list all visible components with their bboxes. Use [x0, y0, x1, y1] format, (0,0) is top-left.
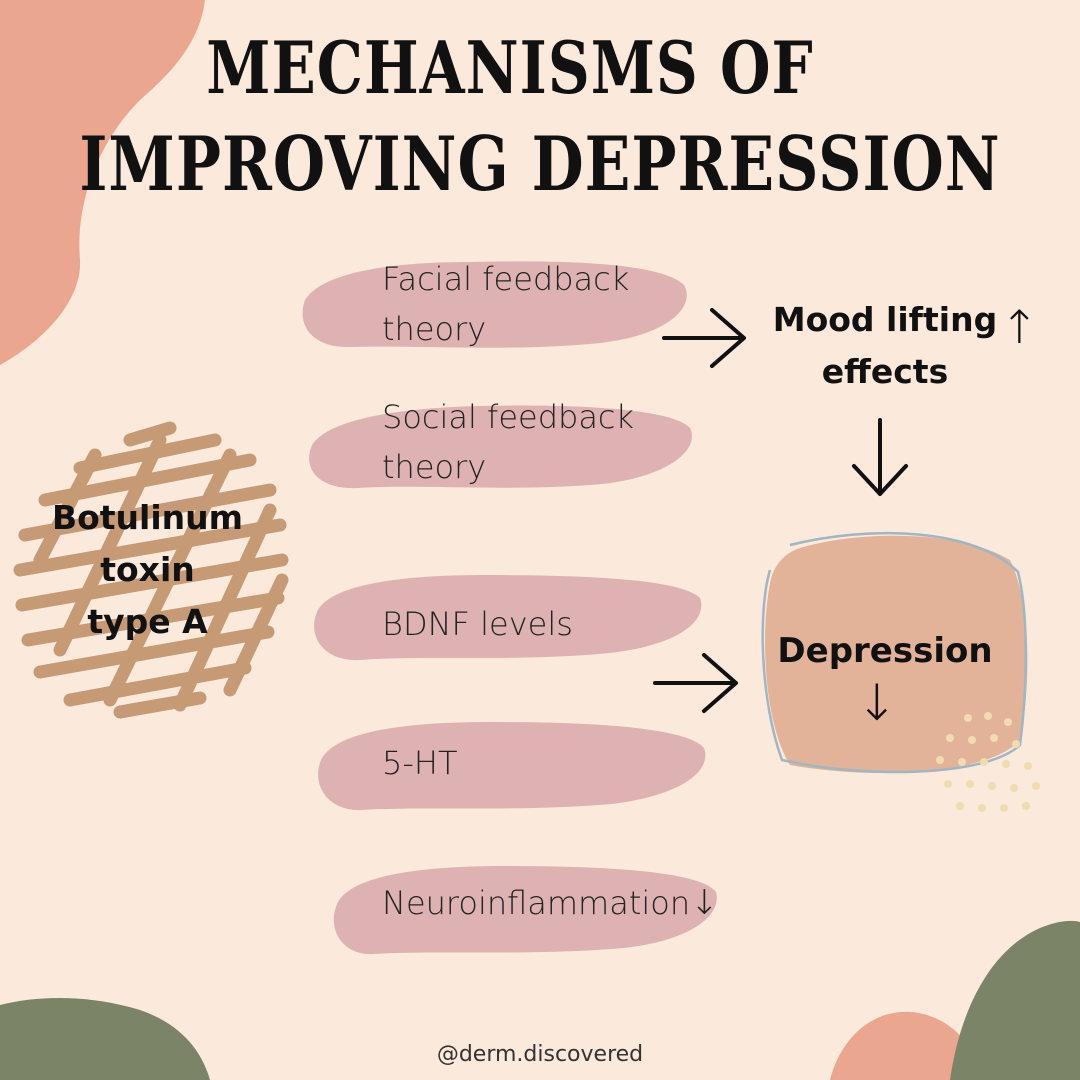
source-label: Botulinum toxin type A — [51, 498, 244, 641]
corner-blob-bottom-right-green — [950, 920, 1080, 1080]
mechanism-blob — [318, 722, 706, 811]
arrow-down-icon: ↓ — [690, 883, 719, 923]
mechanism-bdnf: BDNF levels — [382, 605, 573, 643]
corner-blob-top-left — [0, 0, 205, 365]
arrow-right-icon — [653, 653, 738, 713]
outcome-outline — [761, 531, 1027, 774]
outcome-label: Depression — [777, 631, 993, 671]
mechanism-blob — [314, 575, 702, 661]
mechanism-blob — [333, 866, 717, 955]
page-title-line-1: MECHANISMS OF — [206, 25, 814, 111]
mechanism-blob — [302, 261, 687, 348]
corner-blob-bottom-left — [0, 998, 210, 1080]
mechanism-neuroinflammation: Neuroinflammation↓ — [382, 883, 719, 923]
mechanism-5ht: 5-HT — [382, 744, 458, 782]
dots-decor — [936, 712, 1040, 812]
footer-handle: @derm.discovered — [436, 1042, 644, 1067]
arrow-up-icon: ↑ — [1000, 300, 1039, 354]
scribble-blob — [13, 421, 289, 719]
mood-label: Mood lifting effects — [772, 300, 998, 391]
mechanism-social-feedback: Social feedback theory — [382, 398, 635, 486]
corner-blob-bottom-right-salmon — [830, 1011, 985, 1080]
page-title-line-2: IMPROVING DEPRESSION — [79, 121, 1001, 209]
arrow-right-icon — [662, 308, 746, 368]
mechanism-facial-feedback: Facial feedback theory — [382, 260, 630, 348]
mechanism-blob — [309, 405, 692, 489]
arrow-down-icon — [852, 418, 908, 496]
arrow-down-icon: ↓ — [856, 674, 898, 732]
outcome-blob — [765, 535, 1028, 773]
